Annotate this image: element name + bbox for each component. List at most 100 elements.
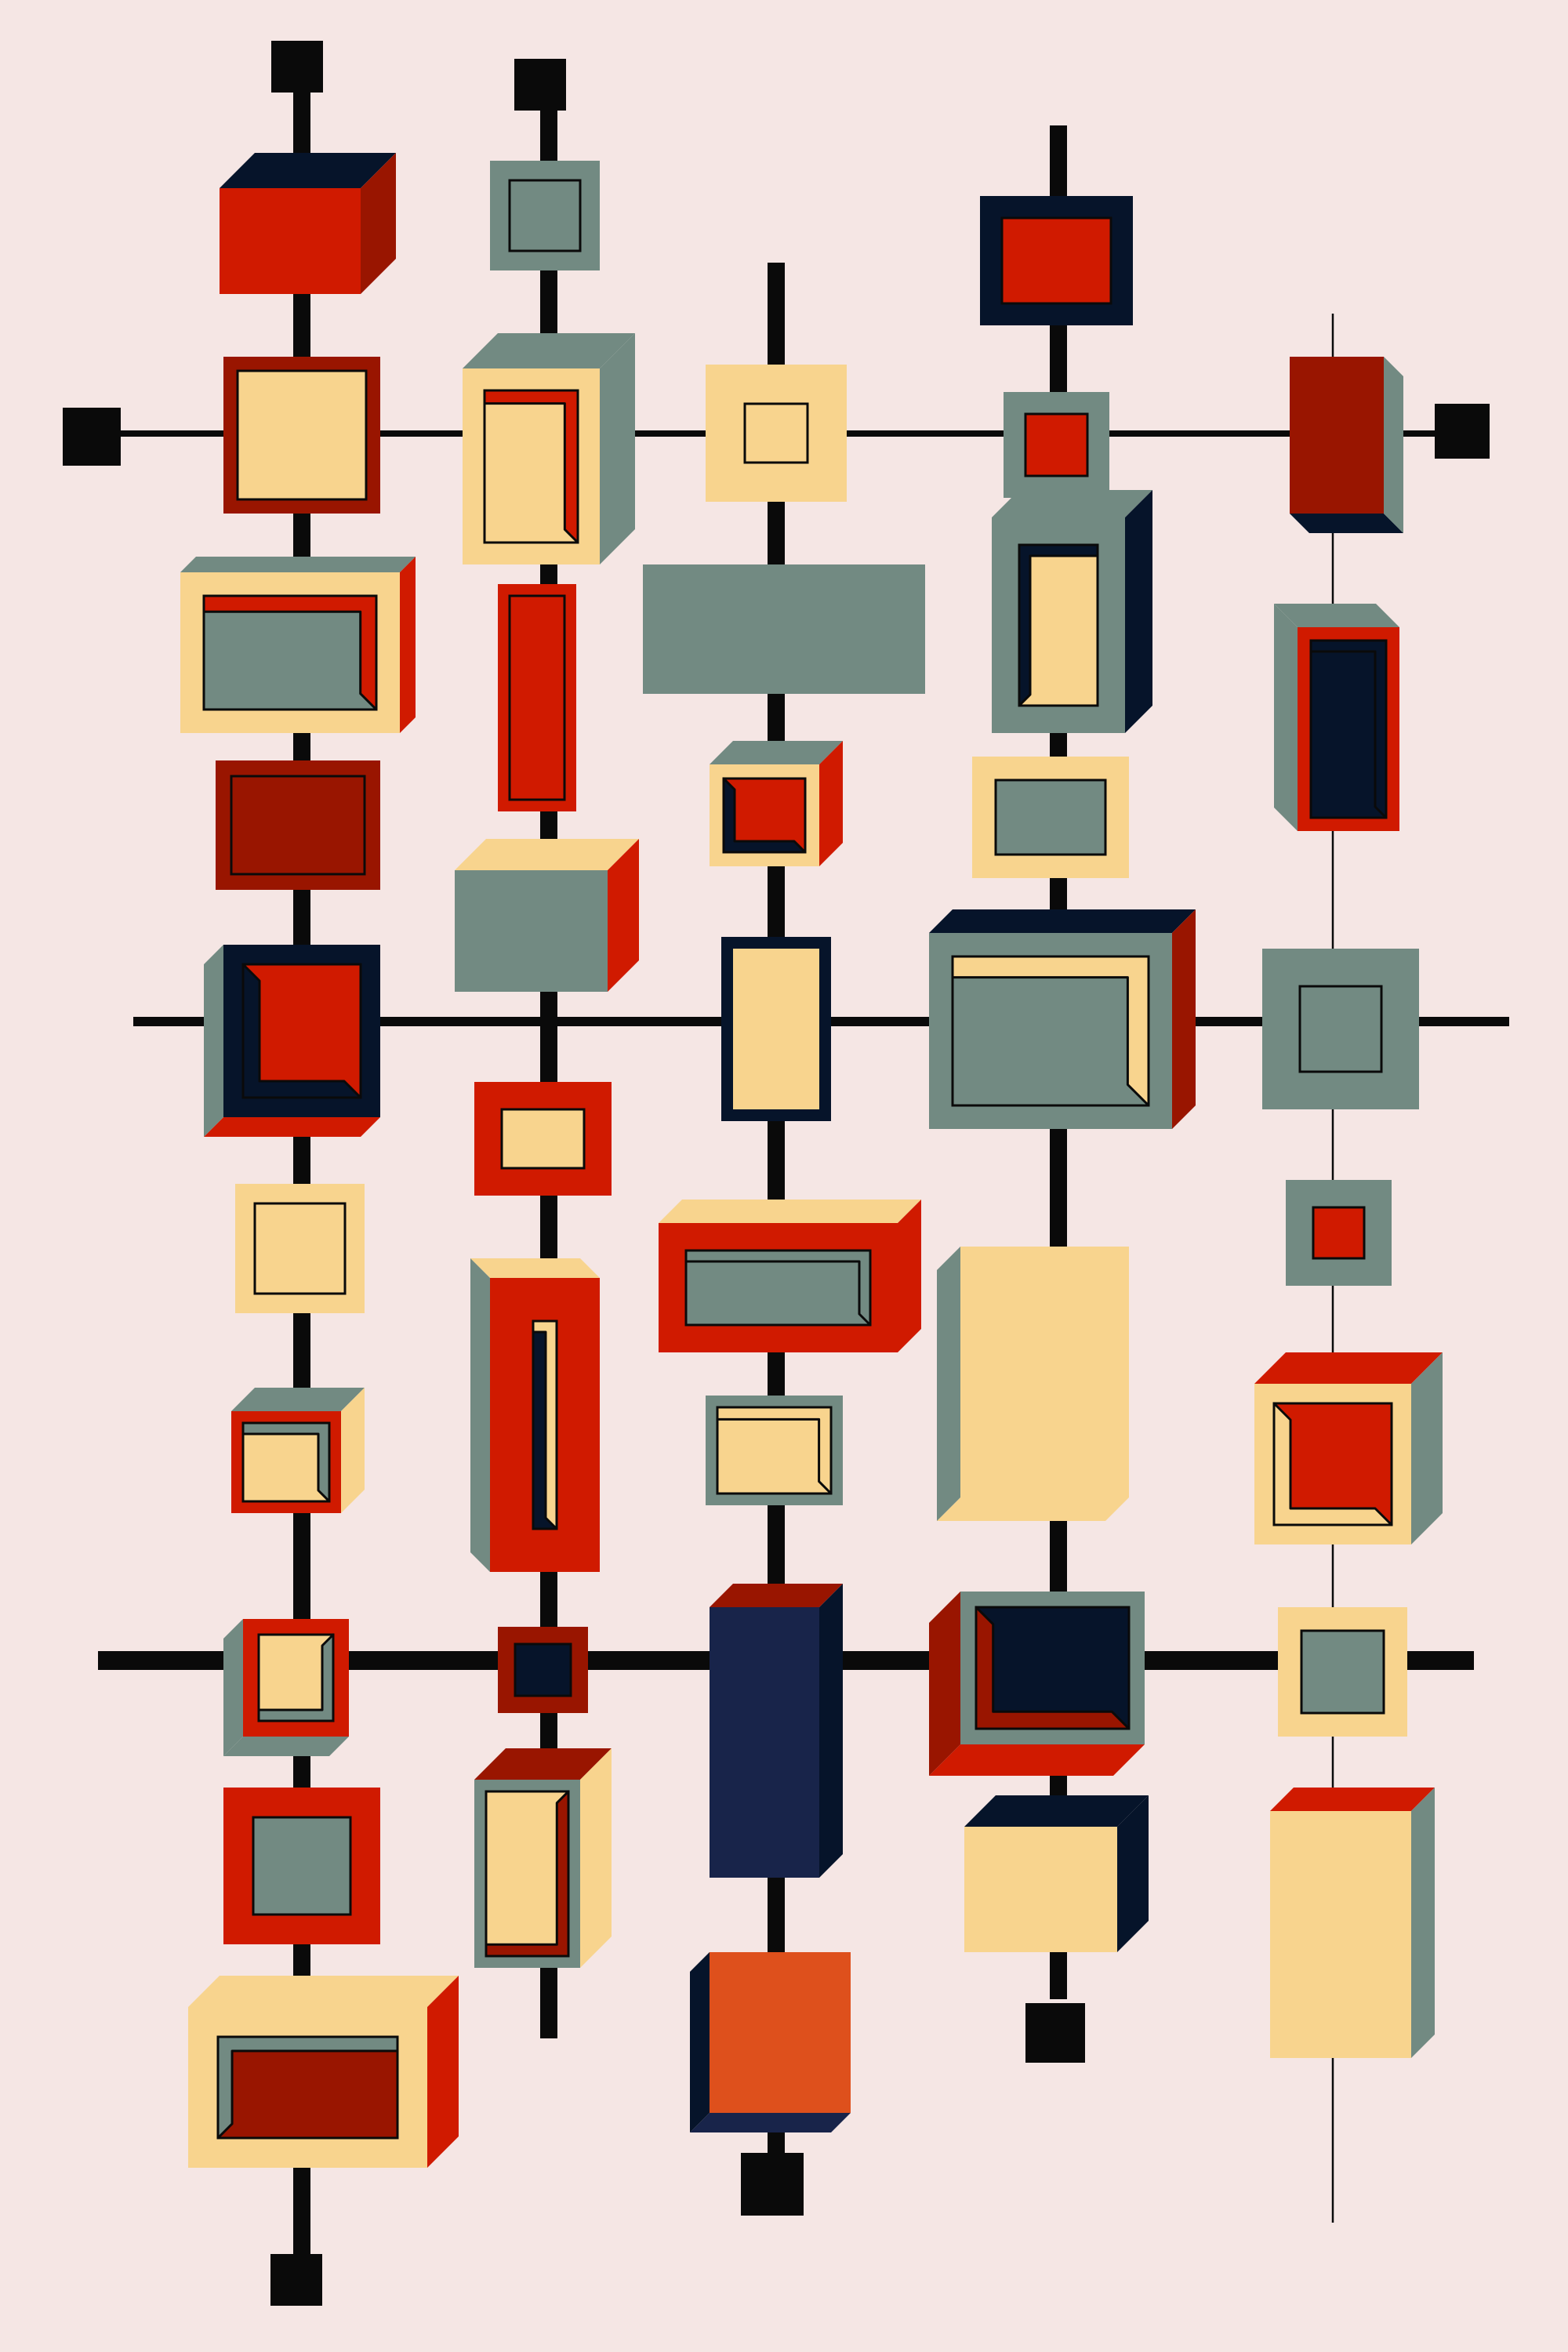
block-inset xyxy=(508,594,566,801)
block-extrusion-side xyxy=(1384,357,1403,533)
block-2 xyxy=(180,557,416,733)
block-16 xyxy=(498,1627,588,1713)
block-4 xyxy=(204,945,380,1137)
block-bevel xyxy=(202,594,378,711)
block-extrusion-face xyxy=(992,490,1152,517)
block-17 xyxy=(474,1748,612,1968)
block-extrusion-side xyxy=(1411,1788,1435,2058)
block-19 xyxy=(643,564,925,694)
block-extrusion-face xyxy=(710,1584,843,1607)
block-21 xyxy=(721,937,831,1121)
block-inset xyxy=(241,963,362,1099)
block-10 xyxy=(490,161,600,270)
block-18 xyxy=(706,365,847,502)
block-extrusion-face xyxy=(455,839,639,870)
block-13 xyxy=(455,839,639,992)
block-inset xyxy=(1312,1206,1366,1260)
block-extrusion-face xyxy=(1254,1352,1443,1384)
block-bevel xyxy=(241,963,362,1099)
block-extrusion-face xyxy=(937,1497,1129,1521)
block-extrusion-face xyxy=(710,741,843,764)
block-inset xyxy=(722,777,807,854)
block-extrusion-face xyxy=(474,1748,612,1780)
block-extrusion-side xyxy=(690,1952,710,2132)
block-1 xyxy=(223,357,380,514)
block-bevel xyxy=(684,1249,872,1327)
terminal-square-5 xyxy=(1025,2003,1085,2063)
block-extrusion-side xyxy=(600,333,635,564)
block-face xyxy=(455,870,608,992)
block-extrusion-side xyxy=(819,741,843,866)
block-face xyxy=(1270,1811,1411,2058)
block-extrusion-side xyxy=(898,1200,921,1352)
block-inset xyxy=(508,179,582,252)
block-inset xyxy=(1018,543,1099,707)
block-inset xyxy=(216,2035,399,2140)
terminal-square-6 xyxy=(741,2153,804,2216)
block-11 xyxy=(463,333,635,564)
block-bevel xyxy=(951,955,1150,1107)
block-30 xyxy=(929,909,1196,1129)
block-22 xyxy=(659,1200,921,1352)
block-bevel xyxy=(485,1790,570,1958)
terminal-square-2 xyxy=(63,408,121,466)
block-inset xyxy=(514,1642,572,1697)
block-extrusion-face xyxy=(204,1117,380,1137)
block-40 xyxy=(1270,1788,1435,2058)
block-extrusion-face xyxy=(964,1795,1149,1827)
block-extrusion-side xyxy=(1117,1795,1149,1952)
block-extrusion-side xyxy=(427,1976,459,2168)
block-inset xyxy=(253,1202,347,1295)
block-26 xyxy=(980,196,1133,325)
block-face xyxy=(220,188,361,294)
block-extrusion-side xyxy=(1125,490,1152,733)
block-bevel xyxy=(241,1421,331,1503)
block-inset xyxy=(483,389,579,544)
block-bevel xyxy=(483,389,579,544)
block-32 xyxy=(929,1592,1145,1776)
block-bevel xyxy=(257,1633,335,1722)
block-inset xyxy=(975,1606,1131,1730)
block-35 xyxy=(1274,604,1399,831)
block-extrusion-face xyxy=(223,1737,349,1756)
block-inset xyxy=(485,1790,570,1958)
block-extrusion-side xyxy=(608,839,639,992)
block-33 xyxy=(964,1795,1149,1952)
block-bevel xyxy=(216,2035,399,2140)
block-inset xyxy=(1000,216,1112,305)
block-29 xyxy=(972,757,1129,878)
block-bevel xyxy=(532,1319,558,1530)
block-9 xyxy=(188,1976,459,2168)
block-27 xyxy=(1004,392,1109,498)
block-extrusion-face xyxy=(470,1258,600,1278)
block-0 xyxy=(220,153,396,294)
block-extrusion-side xyxy=(929,1592,960,1776)
block-extrusion-side xyxy=(580,1748,612,1968)
block-inset xyxy=(230,775,366,876)
block-inset xyxy=(236,369,368,501)
block-extrusion-side xyxy=(1411,1352,1443,1544)
block-15 xyxy=(470,1258,600,1572)
block-inset xyxy=(733,949,819,1109)
block-37 xyxy=(1286,1180,1392,1286)
block-20 xyxy=(710,741,843,866)
block-extrusion-side xyxy=(937,1247,960,1521)
block-extrusion-face xyxy=(188,1976,459,2007)
block-bevel xyxy=(1309,639,1388,819)
block-3 xyxy=(216,760,380,890)
block-extrusion-side xyxy=(400,557,416,733)
block-extrusion-side xyxy=(1274,604,1298,831)
block-face xyxy=(964,1827,1117,1952)
block-6 xyxy=(231,1388,365,1513)
block-inset xyxy=(994,779,1107,856)
block-face xyxy=(1290,357,1384,514)
block-extrusion-face xyxy=(180,557,416,572)
terminal-square-1 xyxy=(514,59,566,111)
block-inset xyxy=(743,402,809,464)
block-inset xyxy=(684,1249,872,1327)
block-extrusion-face xyxy=(220,153,396,188)
block-39 xyxy=(1278,1607,1407,1737)
block-extrusion-face xyxy=(463,333,635,368)
block-extrusion-side xyxy=(470,1258,490,1572)
block-extrusion-side xyxy=(1172,909,1196,1129)
